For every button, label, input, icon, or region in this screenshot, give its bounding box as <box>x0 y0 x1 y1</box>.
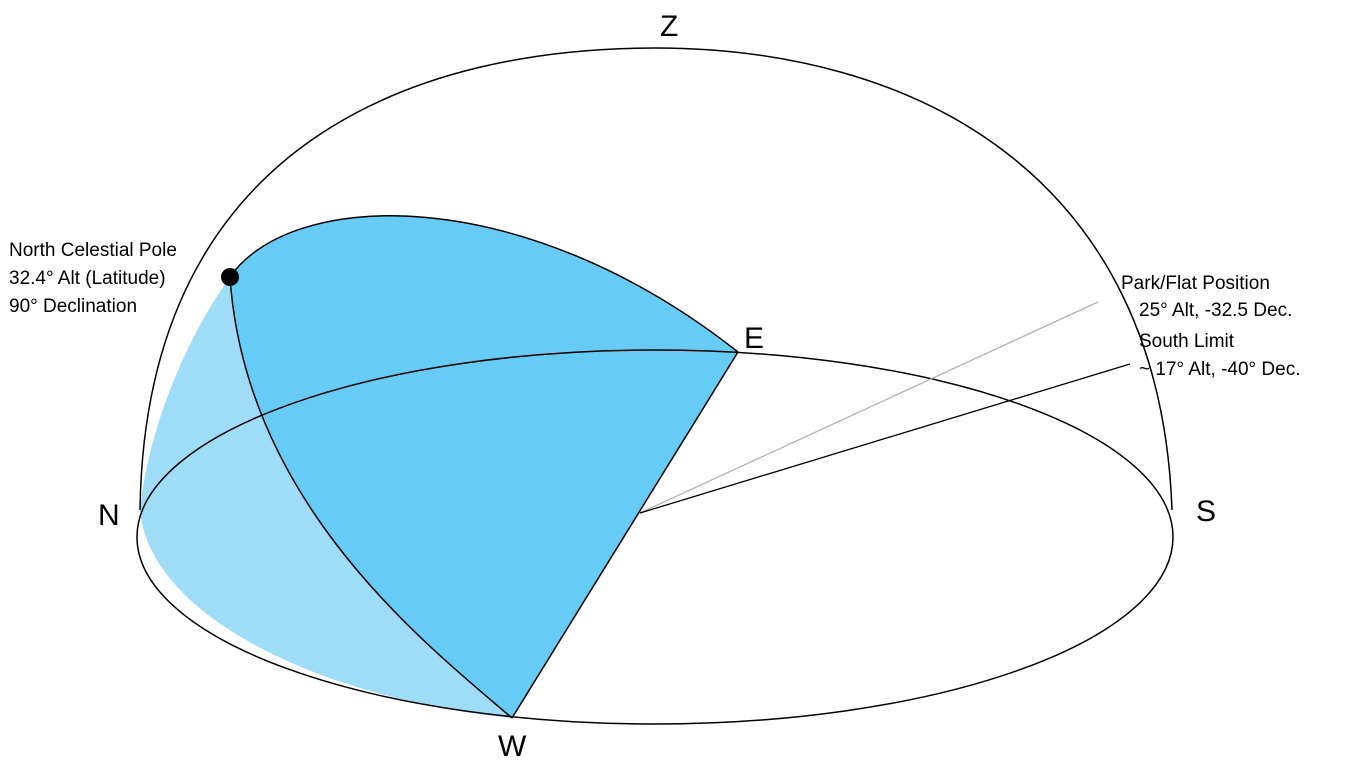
pole-label-declination: 90° Declination <box>9 296 137 317</box>
north-celestial-pole-dot <box>221 268 239 286</box>
pole-label-altitude: 32.4° Alt (Latitude) <box>9 268 166 289</box>
pole-to-east-arc <box>229 215 739 353</box>
northern-horizon-region <box>140 277 512 718</box>
pole-label-name: North Celestial Pole <box>9 240 177 261</box>
pole-to-west-arc <box>229 276 513 719</box>
park-position-line <box>639 301 1099 514</box>
north-label: N <box>98 499 120 532</box>
south-limit-coords: ~ 17° Alt, -40° Dec. <box>1139 359 1300 380</box>
park-position-label: Park/Flat Position <box>1121 273 1270 294</box>
observable-sky-region <box>230 215 738 718</box>
east-west-line <box>511 351 739 719</box>
meridian-arc <box>139 47 1173 511</box>
south-label: S <box>1196 495 1216 528</box>
south-limit-line <box>639 363 1131 514</box>
park-position-coords: 25° Alt, -32.5 Dec. <box>1139 300 1292 321</box>
horizon-ellipse <box>136 349 1174 725</box>
west-label: W <box>498 730 527 762</box>
zenith-label: Z <box>660 10 678 43</box>
south-limit-label: South Limit <box>1139 331 1235 352</box>
east-label: E <box>744 322 764 355</box>
